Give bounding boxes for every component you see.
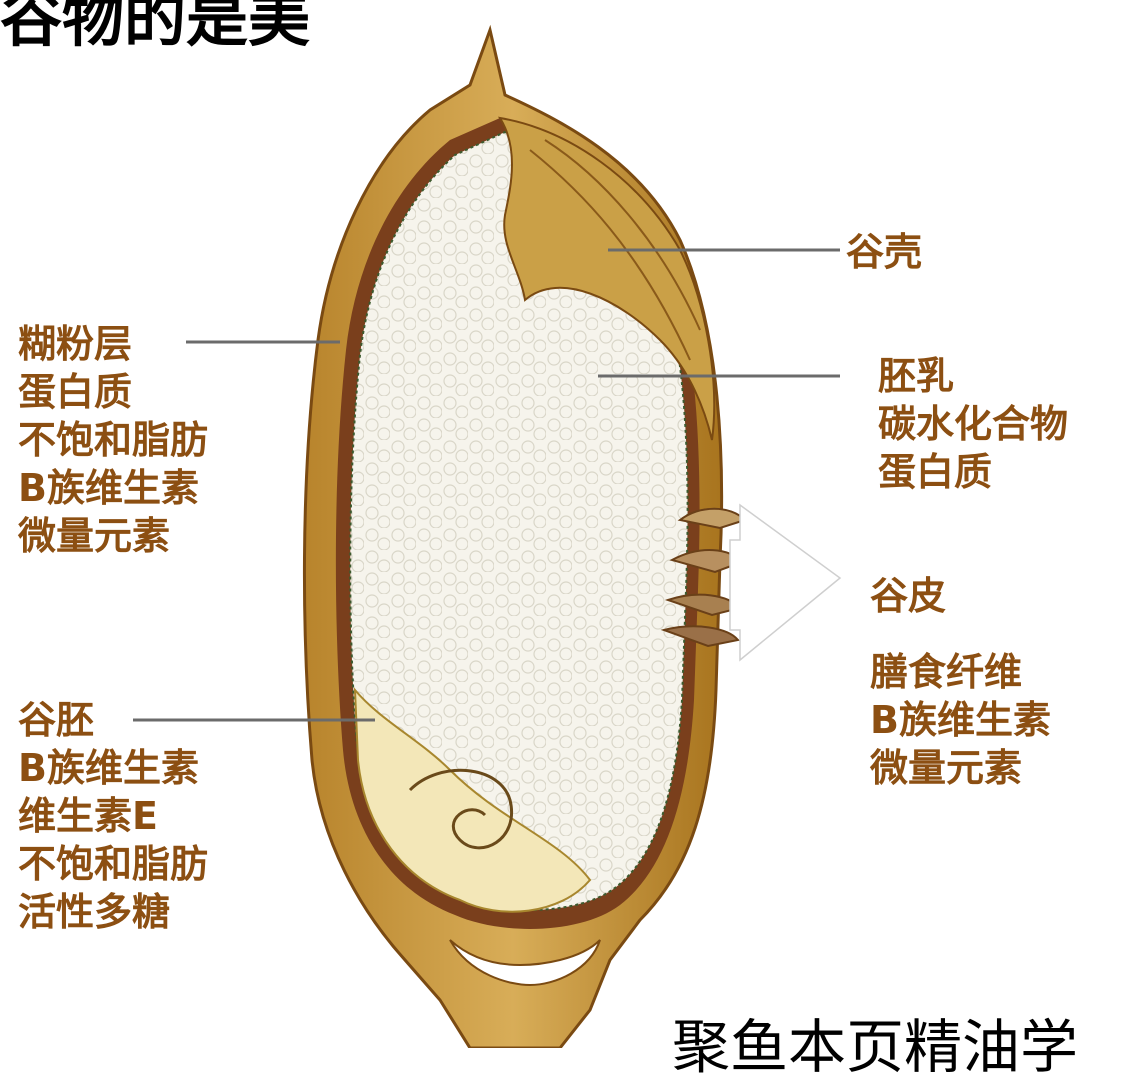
label-bran-line: 谷皮 [870, 572, 1051, 620]
label-husk-line: 谷壳 [846, 228, 922, 276]
label-aleurone-line: 不饱和脂肪 [18, 416, 208, 464]
label-germ-line: 不饱和脂肪 [18, 840, 208, 888]
label-endosperm-line: 蛋白质 [878, 448, 1068, 496]
bran-arrow [730, 505, 840, 660]
label-aleurone-line: 微量元素 [18, 512, 208, 560]
bottom-caption: 聚鱼本页精油学 [672, 1018, 1078, 1076]
label-germ-line: 谷胚 [18, 696, 208, 744]
label-endosperm: 胚乳 碳水化合物 蛋白质 [878, 352, 1068, 496]
label-bran-line: 微量元素 [870, 744, 1051, 792]
label-aleurone: 糊粉层 蛋白质 不饱和脂肪 B族维生素 微量元素 [18, 320, 208, 560]
label-aleurone-line: 蛋白质 [18, 368, 208, 416]
label-bran-line: B族维生素 [870, 696, 1051, 744]
label-germ: 谷胚 B族维生素 维生素E 不饱和脂肪 活性多糖 [18, 696, 208, 936]
label-germ-line: 维生素E [18, 792, 208, 840]
label-endosperm-line: 碳水化合物 [878, 400, 1068, 448]
label-bran-line: 膳食纤维 [870, 648, 1051, 696]
label-husk: 谷壳 [846, 228, 922, 276]
label-aleurone-line: B族维生素 [18, 464, 208, 512]
label-endosperm-line: 胚乳 [878, 352, 1068, 400]
grain-diagram: 谷物的是美 [0, 0, 1131, 1048]
label-aleurone-line: 糊粉层 [18, 320, 208, 368]
label-germ-line: B族维生素 [18, 744, 208, 792]
label-bran: 谷皮 膳食纤维 B族维生素 微量元素 [870, 572, 1051, 792]
label-germ-line: 活性多糖 [18, 888, 208, 936]
